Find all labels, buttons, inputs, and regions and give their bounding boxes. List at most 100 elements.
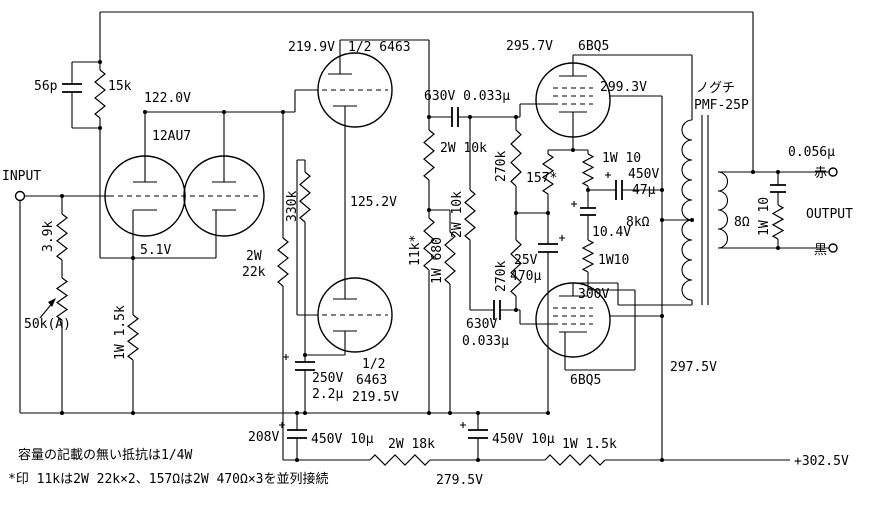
part-label-22k-a: 2W (246, 249, 262, 264)
resistor-3-9k (56, 213, 68, 261)
voltage-driver-cathode: 219.5V (352, 390, 399, 405)
part-label-couple-top: 630V 0.033μ (424, 89, 510, 104)
resistor-680 (444, 231, 456, 285)
resistor-10k-top (423, 129, 435, 181)
resistor-330k (299, 171, 311, 223)
resistor-10-top (582, 153, 594, 187)
part-label-10k-v: 2W 10k (450, 191, 465, 238)
wires-feedback-top (71, 11, 754, 259)
note-line-1: 容量の記載の無い抵抗は1/4W (18, 447, 192, 463)
part-label-filter-2: 450V 10μ (492, 432, 555, 447)
wires-coupling-top (428, 103, 553, 413)
cap-filter-1 (287, 429, 307, 439)
part-label-1-5k-bplus: 1W 1.5k (562, 437, 617, 452)
wires-input (14, 190, 548, 414)
voltage-output-plate-top: 295.7V (506, 39, 553, 54)
pot-arrowhead (48, 298, 56, 307)
wires-bplus (283, 96, 790, 461)
resistor-10-zobel (772, 204, 784, 240)
resistor-270k-bottom (510, 239, 522, 297)
secondary-impedance-label: 8Ω (734, 215, 750, 230)
part-label-couple-bot-b: 0.033μ (462, 334, 509, 349)
resistor-10-bottom (582, 239, 594, 273)
part-label-10-bot: 1W10 (598, 253, 629, 268)
cap-470u (538, 243, 558, 253)
note-line-2: *印 11kは2W 22k×2、157Ωは2W 470Ω×3を並列接続 (8, 471, 329, 487)
part-label-56p: 56p (34, 79, 58, 94)
cap-zobel (770, 184, 786, 193)
resistor-22k (277, 237, 289, 287)
junction-dots (60, 60, 780, 462)
cap-filter-2 (468, 429, 488, 439)
resistor-270k-top (510, 129, 522, 187)
voltage-b1: 208V (248, 430, 279, 445)
tube-label-6463-bot-b: 6463 (356, 373, 387, 388)
tube-6bq5-top (535, 55, 611, 150)
output-terminal-black (828, 243, 838, 253)
tube-12au7 (104, 111, 295, 413)
voltage-output-screen-bot: 297.5V (670, 360, 717, 375)
input-label: INPUT (2, 169, 41, 184)
cap-56p (62, 83, 82, 93)
part-label-couple-bot-a: 630V (466, 317, 497, 332)
tube-label-6bq5-bot: 6BQ5 (570, 373, 601, 388)
voltage-driver-mid: 125.2V (350, 195, 397, 210)
polarity-marks (279, 172, 611, 428)
part-label-22k-b: 22k (242, 265, 266, 280)
cap-cathode-bottom (580, 207, 596, 216)
tube-label-6463-bot-a: 1/2 (362, 357, 385, 372)
part-label-2-2u-b: 2.2μ (312, 387, 343, 402)
part-label-680: 1W 680 (430, 237, 445, 284)
secondary-winding (717, 171, 729, 249)
part-label-270k-bot: 270k (494, 261, 509, 292)
transformer-core (701, 115, 709, 305)
potentiometer-50k (56, 277, 68, 321)
part-label-3-9k: 3.9k (41, 221, 56, 252)
primary-winding (681, 119, 693, 301)
cap-couple-bottom (493, 300, 501, 320)
part-label-470u-b: 470μ (510, 269, 541, 284)
voltage-output-plate-bot: 300V (578, 287, 609, 302)
transformer-maker-label: ノグチ (696, 81, 735, 96)
resistor-1-5k-bplus (544, 454, 606, 466)
primary-impedance-label: 8kΩ (626, 215, 650, 230)
part-label-filter-1: 450V 10μ (311, 432, 374, 447)
cap-2-2u (295, 361, 315, 371)
transformer-model-label: PMF-25P (694, 98, 749, 113)
part-label-1-5k-input: 1W 1.5k (113, 305, 128, 360)
cap-couple-top (451, 107, 459, 127)
input-jack (14, 190, 26, 202)
cap-47u (615, 180, 623, 200)
part-label-10k-top: 2W 10k (440, 141, 487, 156)
voltage-input-plate: 122.0V (144, 91, 191, 106)
wires-coupling-bottom (470, 309, 553, 325)
part-label-330k: 330k (285, 191, 300, 222)
tube-6463-pair (294, 39, 430, 413)
voltage-b2: 279.5V (436, 473, 483, 488)
part-label-470u-a: 25V (514, 253, 538, 268)
part-label-11k: 11k* (408, 235, 423, 266)
voltage-b3: +302.5V (794, 454, 849, 469)
wires-cathode-network (547, 149, 662, 413)
capacitors (62, 83, 786, 439)
output-transformer (681, 115, 829, 305)
tube-label-12au7: 12AU7 (152, 129, 191, 144)
voltage-output-screen-top: 299.3V (600, 80, 647, 95)
resistor-18k (369, 454, 431, 466)
resistor-10k-vertical (464, 189, 476, 241)
output-label: OUTPUT (806, 207, 853, 222)
resistor-15k (94, 69, 106, 119)
part-label-47u-a: 450V (628, 167, 659, 182)
part-label-18k: 2W 18k (388, 437, 435, 452)
part-label-2-2u-a: 250V (312, 371, 343, 386)
part-label-47u-b: 47μ (632, 183, 656, 198)
voltage-driver-plate: 219.9V (288, 40, 335, 55)
labels: INPUT OUTPUT 赤 黒 12AU7 1/2 6463 1/2 6463… (2, 39, 853, 488)
part-label-zobel-res: 1W 10 (757, 197, 772, 236)
part-label-157: 157* (526, 171, 557, 186)
black-terminal-label: 黒 (814, 243, 827, 258)
part-label-10-top: 1W 10 (602, 151, 641, 166)
tube-label-6bq5-top: 6BQ5 (578, 39, 609, 54)
